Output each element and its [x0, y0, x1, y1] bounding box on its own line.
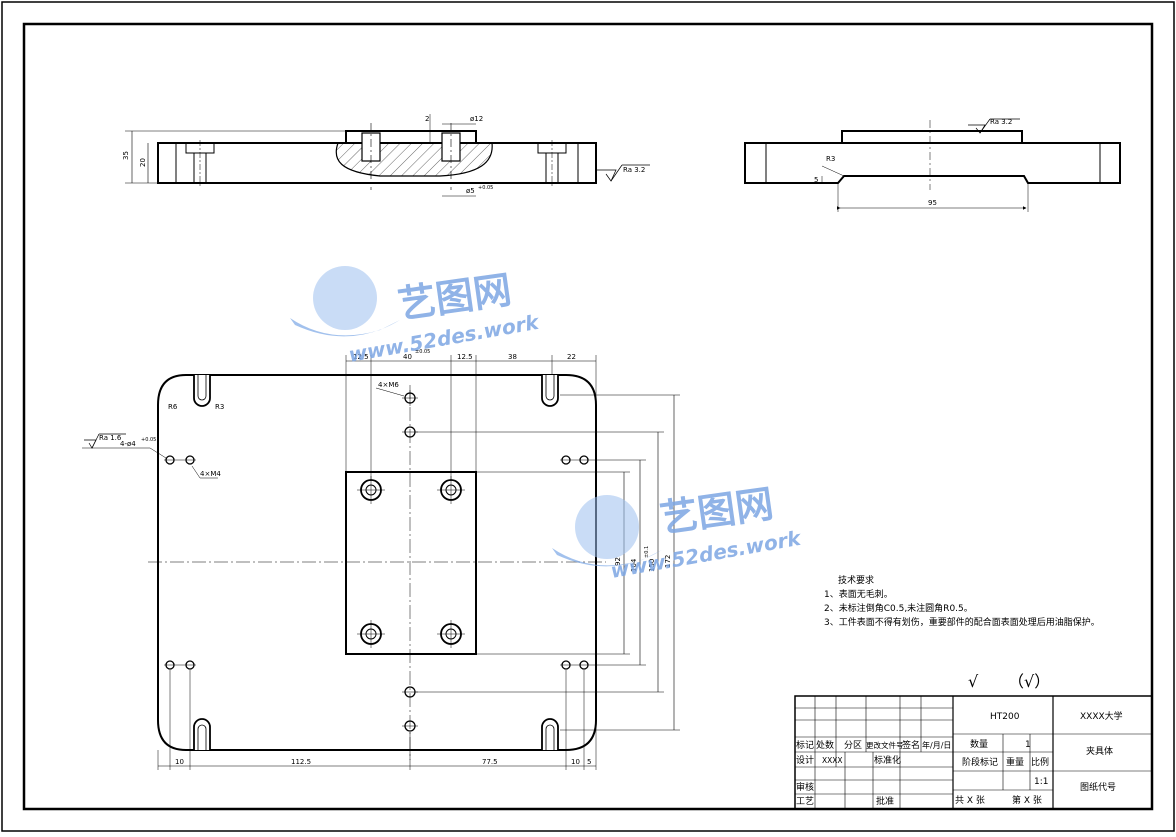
- dim-bottom-4: 5: [587, 758, 591, 766]
- tb-standard-label: 标准化: [874, 754, 901, 766]
- tb-design-label: 设计: [796, 754, 814, 766]
- front-view: 35 20 2 ø12 ø5 +0.05 Ra 3.2: [122, 114, 650, 197]
- dim-r6: R6: [168, 403, 178, 411]
- dim-top-4: 22: [567, 353, 576, 361]
- dim-bottom-1: 112.5: [291, 758, 311, 766]
- label-holes: 4-ø4: [120, 440, 136, 448]
- tb-stage-label: 阶段标记: [962, 756, 998, 768]
- side-roughness-label: Ra 3.2: [990, 118, 1012, 126]
- tech-item-3: 3、工件表面不得有划伤，重要部件的配合面表面处理后用油脂保护。: [824, 618, 1100, 628]
- label-m6: 4×M6: [378, 381, 399, 389]
- dim-side-radius: R3: [826, 155, 835, 163]
- dim-counterbore-depth: 2: [425, 115, 429, 123]
- title-block-text: HT200 XXXX大学 夹具体 数量 1 阶段标记 重量 比例 1:1 图纸代…: [796, 710, 1123, 807]
- section-hatch: [335, 142, 493, 177]
- dim-right-2: 150: [648, 559, 656, 572]
- dim-right-tol: ±0.1: [644, 546, 650, 558]
- tb-drawing-no-label: 图纸代号: [1080, 781, 1116, 793]
- top-view: 12.5 40 ±0.05 12.5 38 22 92 104 150 172 …: [82, 349, 680, 770]
- tb-weight-label: 重量: [1006, 756, 1024, 768]
- tb-total-sheets: 共 X 张: [955, 795, 985, 806]
- tb-scale-value: 1:1: [1034, 777, 1048, 787]
- dim-bottom-2: 77.5: [482, 758, 498, 766]
- tb-approve-label: 批准: [876, 795, 894, 807]
- front-roughness-label: Ra 3.2: [623, 166, 645, 174]
- dim-counterbore-dia: ø12: [470, 115, 483, 123]
- tb-header-4: 签名: [902, 739, 920, 751]
- technical-requirements: 技术要求 1、表面无毛刺。 2、未标注倒角C0.5,未注圆角R0.5。 3、工件…: [824, 574, 1100, 630]
- tb-review-label: 审核: [796, 781, 814, 793]
- dim-top-2: 12.5: [457, 353, 473, 361]
- label-m4: 4×M4: [200, 470, 221, 478]
- dim-side-step: 5: [814, 176, 818, 184]
- label-holes-tol: +0.05: [141, 437, 156, 443]
- side-view: Ra 3.2 R3 5 95: [744, 118, 1121, 212]
- top-roughness-label: Ra 1.6: [99, 434, 122, 442]
- dim-bottom-3: 10: [571, 758, 580, 766]
- dim-top-0: 12.5: [353, 353, 369, 361]
- tb-header-3: 更改文件号: [866, 740, 904, 750]
- dim-top-1: 40: [403, 353, 412, 361]
- tb-part-name: 夹具体: [1086, 745, 1113, 757]
- dim-side-width: 95: [928, 199, 937, 207]
- title-block: [794, 695, 1153, 810]
- roughness-paren: （√）: [1008, 672, 1050, 691]
- tb-header-5: 年/月/日: [922, 740, 951, 750]
- dim-r3: R3: [215, 403, 224, 411]
- dim-right-0: 92: [614, 557, 622, 566]
- dim-right-3: 172: [664, 555, 672, 568]
- dim-bottom-0: 10: [175, 758, 184, 766]
- inner-frame: [22, 22, 1154, 811]
- tb-header-1: 处数: [816, 739, 834, 751]
- tb-quantity-value: 1: [1025, 740, 1031, 750]
- tb-designer: XXXX: [822, 756, 843, 765]
- dim-right-1: 104: [630, 558, 638, 572]
- dim-top-tol: ±0.05: [415, 349, 430, 355]
- tb-header-0: 标记: [796, 739, 814, 751]
- roughness-symbol: √: [968, 672, 979, 691]
- dim-front-total-height: 35: [122, 151, 130, 160]
- tb-scale-label: 比例: [1031, 756, 1049, 768]
- tb-process-label: 工艺: [796, 796, 814, 807]
- tb-university: XXXX大学: [1080, 710, 1123, 722]
- dim-bore-tol: +0.05: [478, 185, 493, 191]
- watermark-1: 艺图网 www.52des.work: [290, 266, 542, 367]
- tech-item-2: 2、未标注倒角C0.5,未注圆角R0.5。: [824, 604, 973, 614]
- tb-sheet-no: 第 X 张: [1012, 794, 1042, 806]
- tb-material: HT200: [990, 712, 1020, 722]
- tb-quantity-label: 数量: [970, 738, 988, 750]
- dim-bore-dia: ø5: [466, 187, 475, 195]
- watermark-2: 艺图网 www.52des.work: [552, 481, 804, 583]
- tech-title: 技术要求: [838, 576, 875, 586]
- tb-header-2: 分区: [844, 740, 862, 751]
- dim-top-3: 38: [508, 353, 517, 361]
- dim-front-plate-height: 20: [139, 158, 147, 167]
- tech-item-1: 1、表面无毛刺。: [824, 590, 893, 600]
